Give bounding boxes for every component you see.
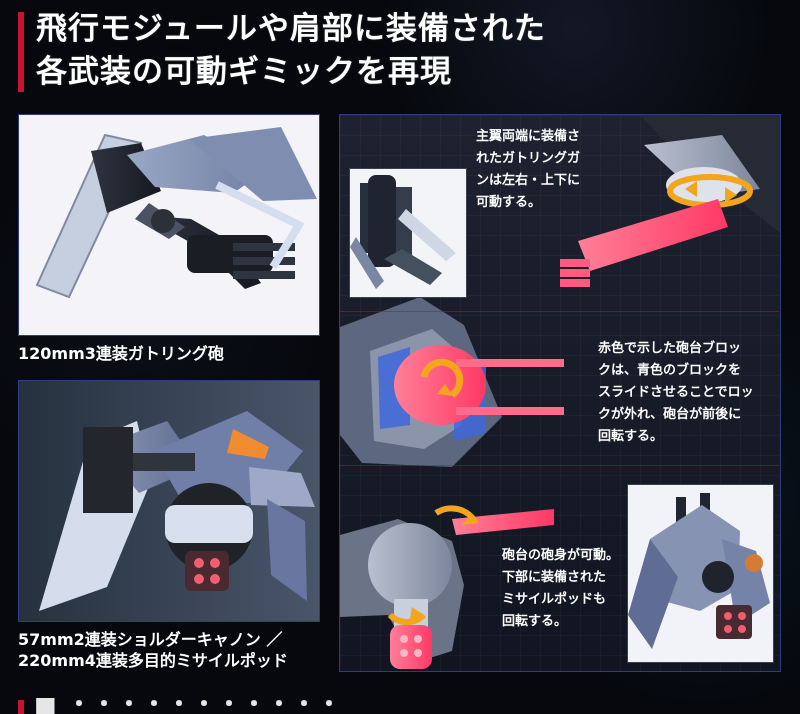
- gatling-caption: 120mm3連装ガトリング砲: [18, 344, 224, 363]
- bottom-feature-note-line-3: ミサイルポッドも: [502, 592, 607, 607]
- shoulder-caption-line-2: 220mm4連装多目的ミサイルポッド: [18, 651, 288, 670]
- section-divider-1: [339, 311, 779, 312]
- shoulder-artwork: [19, 381, 319, 621]
- feature-diagram-artwork: [340, 115, 780, 669]
- footer-accent-bar: [18, 700, 24, 714]
- shoulder-detail-artwork: [628, 485, 773, 662]
- bottom-feature-note: 砲台の砲身が可動。 下部に装備された ミサイルポッドも 回転する。: [502, 545, 619, 633]
- top-feature-note-line-1: 主翼両端に装備さ: [476, 129, 581, 144]
- title-accent-bar: [18, 12, 24, 92]
- bottom-feature-note-line-1: 砲台の砲身が可動。: [502, 548, 620, 563]
- top-feature-note: 主翼両端に装備さ れたガトリングガ ンは左右・上下に 可動する。: [476, 126, 580, 214]
- page-title-block: 飛行モジュールや肩部に装備された 各武装の可動ギミックを再現: [18, 8, 718, 98]
- bottom-feature-note-line-4: 回転する。: [502, 614, 568, 629]
- top-feature-note-line-2: れたガトリングガ: [476, 151, 581, 166]
- section-divider-2: [339, 465, 779, 466]
- top-feature-note-line-4: 可動する。: [476, 195, 542, 210]
- shoulder-image-panel: [18, 380, 320, 622]
- gatling-image-panel: [18, 114, 320, 336]
- middle-feature-note-line-2: クは、青色のブロックを: [598, 363, 742, 378]
- gatling-artwork: [19, 115, 319, 335]
- page-title: 飛行モジュールや肩部に装備された 各武装の可動ギミックを再現: [36, 8, 696, 94]
- footer-strip: ■ ・・・・・・・・・・・: [18, 698, 788, 714]
- shoulder-detail-inset: [627, 484, 774, 663]
- middle-feature-note-line-1: 赤色で示した砲台ブロッ: [598, 341, 742, 356]
- middle-feature-note: 赤色で示した砲台ブロッ クは、青色のブロックを スライドさせることでロッ クが外…: [598, 338, 754, 448]
- top-feature-note-line-3: ンは左右・上下に: [476, 173, 581, 188]
- footer-text: ■ ・・・・・・・・・・・: [34, 698, 343, 714]
- page-title-line-2: 各武装の可動ギミックを再現: [36, 54, 452, 90]
- gatling-detail-artwork: [350, 169, 466, 297]
- shoulder-caption: 57mm2連装ショルダーキャノン ／ 220mm4連装多目的ミサイルポッド: [18, 629, 288, 671]
- middle-feature-note-line-4: クが外れ、砲台が前後に: [598, 407, 742, 422]
- middle-feature-note-line-5: 回転する。: [598, 429, 664, 444]
- middle-feature-note-line-3: スライドさせることでロッ: [598, 385, 754, 400]
- shoulder-caption-line-1: 57mm2連装ショルダーキャノン ／: [18, 630, 283, 649]
- page-title-line-1: 飛行モジュールや肩部に装備された: [36, 11, 546, 47]
- bottom-feature-note-line-2: 下部に装備された: [502, 570, 607, 585]
- gatling-detail-inset: [349, 168, 467, 298]
